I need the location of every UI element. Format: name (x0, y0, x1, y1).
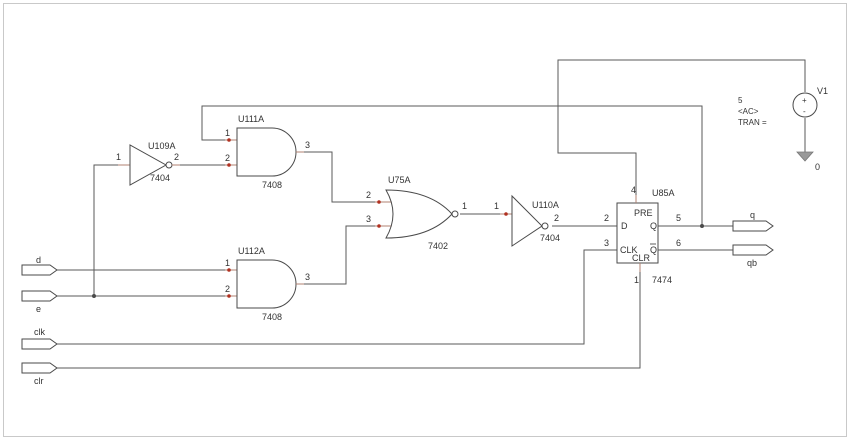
u85a-pin-clr: 1 (634, 275, 639, 285)
and-gate-u112a: U112A 7408 1 2 3 (225, 246, 310, 322)
u85a-part: 7474 (652, 275, 672, 285)
u85a-pin-d: 2 (604, 213, 609, 223)
u112a-ref: U112A (238, 246, 265, 256)
nor-gate-u75a: U75A 7402 2 3 1 (366, 175, 467, 251)
u75a-pin-a: 2 (366, 190, 371, 200)
v1-tran: TRAN = (738, 118, 767, 127)
u75a-ref: U75A (388, 175, 411, 185)
v1-plus: + (802, 96, 807, 105)
u75a-part: 7402 (428, 241, 448, 251)
u85a-pin-clk: 3 (604, 238, 609, 248)
port-clk: clk (21, 327, 58, 350)
u109a-pin-in: 1 (116, 152, 121, 162)
u112a-part: 7408 (262, 312, 282, 322)
port-q-label: q (750, 210, 755, 220)
u85a-label-clk: CLK (620, 245, 638, 255)
port-clr: clr (21, 362, 58, 386)
inverter-u109a: U109A 7404 1 2 (116, 141, 180, 186)
voltage-source-v1: + - V1 5 <AC> TRAN = 0 (738, 86, 828, 172)
u110a-ref: U110A (532, 200, 559, 210)
u109a-pin-out: 2 (174, 152, 179, 162)
u112a-pin-out: 3 (305, 272, 310, 282)
v1-ref: V1 (817, 86, 828, 96)
flip-flop-u85a: U85A 7474 4 2 3 5 6 1 D PRE Q CLK Q CLR (604, 185, 681, 285)
port-clr-label: clr (34, 376, 44, 386)
u111a-ref: U111A (238, 114, 264, 124)
u85a-label-pre: PRE (634, 208, 653, 218)
u110a-part: 7404 (540, 233, 560, 243)
u112a-pin-a: 1 (225, 258, 230, 268)
u110a-pin-in: 1 (494, 201, 499, 211)
ground-label: 0 (815, 162, 820, 172)
u111a-pin-b: 2 (225, 153, 230, 163)
and-gate-u111a: U111A 7408 1 2 3 (225, 114, 310, 190)
u111a-part: 7408 (262, 180, 282, 190)
u85a-pin-qb: 6 (676, 238, 681, 248)
u85a-ref: U85A (652, 188, 675, 198)
port-qb: qb (732, 244, 774, 268)
v1-ac: <AC> (738, 107, 759, 116)
u85a-label-clr: CLR (632, 253, 651, 263)
junctions (92, 224, 704, 298)
u85a-label-q: Q (650, 221, 657, 231)
u85a-pin-pre: 4 (631, 185, 636, 195)
u111a-pin-a: 1 (225, 128, 230, 138)
inverter-u110a: U110A 7404 1 2 (494, 194, 560, 247)
u85a-pin-q: 5 (676, 213, 681, 223)
schematic-frame (3, 3, 847, 437)
port-clk-label: clk (34, 327, 45, 337)
u75a-pin-out: 1 (462, 201, 467, 211)
u75a-pin-b: 3 (366, 214, 371, 224)
u85a-label-qb: Q (650, 245, 657, 255)
ground-symbol (796, 151, 814, 162)
port-q: q (732, 210, 774, 232)
u111a-pin-out: 3 (305, 140, 310, 150)
v1-value: 5 (738, 96, 743, 105)
u109a-part: 7404 (150, 173, 170, 183)
u110a-pin-out: 2 (554, 213, 559, 223)
v1-minus: - (803, 107, 806, 116)
port-d: d (21, 255, 58, 276)
port-e-label: e (36, 304, 41, 314)
u109a-ref: U109A (148, 141, 176, 151)
port-d-label: d (36, 255, 41, 265)
u112a-pin-b: 2 (225, 284, 230, 294)
u85a-label-d: D (621, 221, 628, 231)
port-qb-label: qb (747, 258, 757, 268)
port-e: e (21, 290, 58, 314)
